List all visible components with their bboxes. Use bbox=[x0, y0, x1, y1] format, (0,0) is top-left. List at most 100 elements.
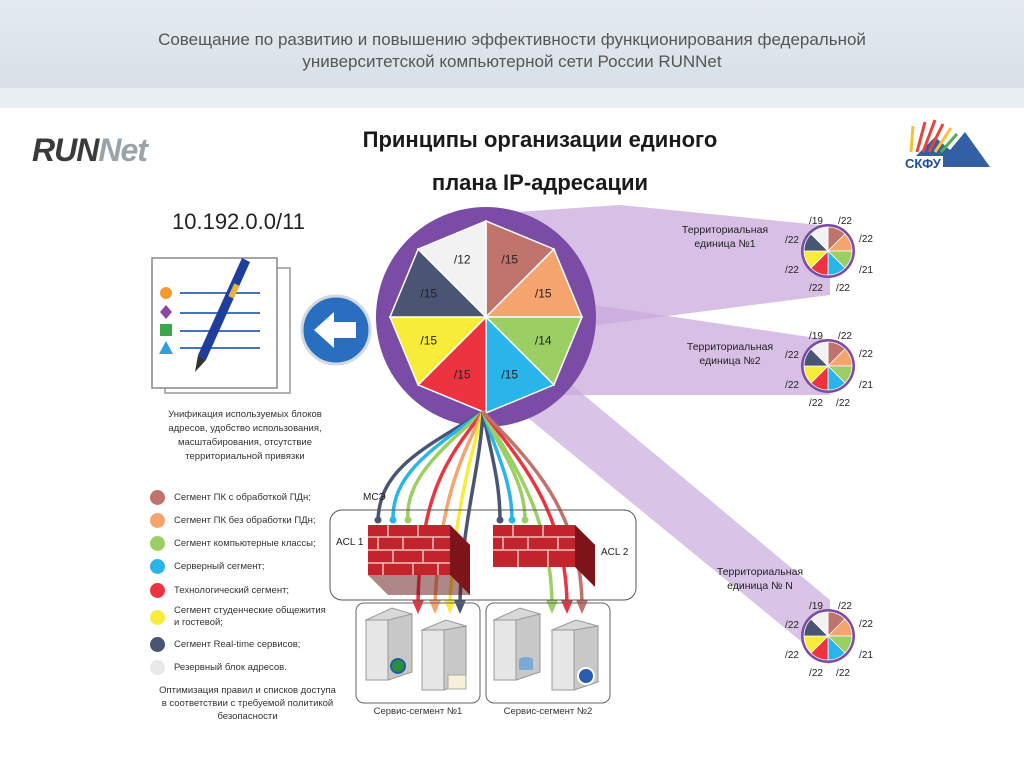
server-icon bbox=[550, 619, 600, 691]
firewall-2 bbox=[493, 525, 595, 587]
territorial-pie-wedge bbox=[810, 611, 829, 637]
firewall-1 bbox=[368, 525, 470, 595]
territorial-pie-label: /22 bbox=[785, 380, 799, 391]
acl2-label: ACL 2 bbox=[601, 547, 629, 558]
legend-label: Технологический сегмент; bbox=[174, 584, 290, 596]
unification-line: Унификация используемых блоков bbox=[168, 409, 322, 420]
acl1-label: ACL 1 bbox=[336, 537, 364, 548]
territorial-pie-label: /22 bbox=[859, 619, 873, 630]
server-icon bbox=[492, 607, 542, 681]
territorial-pie-label: /21 bbox=[859, 650, 873, 661]
territorial-pie-label: /22 bbox=[838, 216, 852, 227]
main-pie-label: /15 bbox=[420, 334, 437, 348]
firewall-frame bbox=[329, 509, 637, 601]
territorial-unit-1: /19/22/22/21/22/22/22/22Территориальнаяе… bbox=[682, 216, 873, 294]
main-pie-wedge bbox=[416, 219, 487, 319]
legend-label: Сегмент студенческие общежития bbox=[174, 605, 326, 616]
territorial-pie-label: /22 bbox=[809, 283, 823, 294]
territorial-pie-label: /22 bbox=[785, 620, 799, 631]
territorial-unit-title: Территориальная bbox=[682, 224, 768, 236]
main-pie-label: /15 bbox=[454, 367, 471, 381]
main-pie-label: /15 bbox=[420, 286, 437, 300]
territorial-unit-3: /19/22/22/21/22/22/22/22 Территориальная е… bbox=[717, 566, 873, 679]
legend-swatch bbox=[150, 558, 165, 574]
service-segment-1-label: Сервис-сегмент №1 bbox=[373, 706, 463, 717]
legend-label: Сегмент Real-time сервисов; bbox=[174, 638, 301, 650]
main-pie-label: /15 bbox=[501, 253, 518, 267]
legend-swatch bbox=[150, 582, 165, 598]
runnet-logo-main: RUN bbox=[32, 132, 99, 168]
main-pie-label: /15 bbox=[501, 367, 518, 381]
fan-unit-2 bbox=[520, 300, 830, 395]
legend-swatch bbox=[150, 535, 165, 551]
optimization-line: Оптимизация правил и списков доступа bbox=[159, 685, 336, 696]
territorial-pie-wedge bbox=[810, 226, 829, 252]
territorial-pie-label: /22 bbox=[785, 650, 799, 661]
header-line-2: университетской компьютерной сети России… bbox=[302, 52, 722, 71]
territorial-pie-label: /22 bbox=[785, 265, 799, 276]
territorial-pie-label: /22 bbox=[859, 349, 873, 360]
legend-swatch bbox=[150, 659, 165, 675]
header-line-1: Совещание по развитию и повышению эффект… bbox=[158, 30, 866, 49]
legend-item: Серверный сегмент; bbox=[150, 556, 265, 576]
legend-item: Резервный блок адресов. bbox=[150, 657, 287, 677]
unification-line: масштабирования, отсутствие bbox=[177, 437, 313, 448]
header-band bbox=[0, 88, 1024, 108]
territorial-pie-label: /21 bbox=[859, 265, 873, 276]
territorial-pie-label: /22 bbox=[809, 668, 823, 679]
legend-item: Сегмент компьютерные классы; bbox=[150, 533, 316, 553]
document-icon bbox=[151, 257, 291, 394]
main-pie-label: /12 bbox=[454, 253, 471, 267]
optimization-line: безопасности bbox=[217, 711, 278, 722]
territorial-pie-label: /19 bbox=[809, 216, 823, 227]
territorial-pie-label: /19 bbox=[809, 331, 823, 342]
legend-label: Сегмент ПК без обработки ПДн; bbox=[174, 514, 316, 526]
legend-item: Сегмент ПК с обработкой ПДн; bbox=[150, 487, 311, 507]
skfu-logo-text: СКФУ bbox=[905, 156, 941, 171]
page-title-line-1: Принципы организации единого bbox=[362, 127, 718, 152]
legend-item: Технологический сегмент; bbox=[150, 580, 289, 600]
territorial-unit-subtitle: единица №1 bbox=[694, 238, 755, 250]
legend-label: Резервный блок адресов. bbox=[174, 661, 287, 673]
page-title-line-2: плана IP-адресации bbox=[431, 170, 649, 195]
main-pie-label: /14 bbox=[535, 334, 552, 348]
legend-swatch bbox=[150, 636, 165, 652]
server-icon bbox=[420, 619, 468, 691]
runnet-logo: RUNNet bbox=[32, 132, 148, 169]
territorial-pie-label: /19 bbox=[809, 601, 823, 612]
territorial-pies: /19/22/22/21/22/22/22/22Территориальнаяе… bbox=[682, 216, 873, 679]
territorial-pie-label: /22 bbox=[836, 668, 850, 679]
legend-label: Сегмент компьютерные классы; bbox=[174, 537, 316, 549]
territorial-pie-label: /22 bbox=[838, 601, 852, 612]
territorial-pie-label: /22 bbox=[838, 331, 852, 342]
legend-item: Сегмент ПК без обработки ПДн; bbox=[150, 510, 315, 530]
skfu-logo: СКФУ bbox=[895, 112, 995, 182]
main-pie-label: /15 bbox=[535, 286, 552, 300]
service-segment-1-frame bbox=[355, 602, 481, 704]
territorial-unit-title: Территориальная bbox=[717, 566, 803, 578]
skfu-logo-graphic bbox=[903, 119, 990, 172]
legend-label: Сегмент ПК с обработкой ПДн; bbox=[174, 491, 311, 503]
unification-line: территориальной привязки bbox=[185, 451, 305, 462]
service-segment-2-frame bbox=[485, 602, 611, 704]
territorial-unit-subtitle: единица №2 bbox=[699, 355, 760, 367]
mse-label: МСЭ bbox=[363, 492, 386, 503]
optimization-text: Оптимизация правил и списков доступа в с… bbox=[140, 684, 355, 723]
unification-text: Унификация используемых блоков адресов, … bbox=[140, 408, 350, 464]
legend-swatch bbox=[150, 609, 165, 625]
territorial-pie-label: /22 bbox=[836, 398, 850, 409]
fan-unit-n bbox=[500, 375, 830, 665]
unification-line: адресов, удобство использования, bbox=[168, 423, 322, 434]
territorial-pie-label: /22 bbox=[785, 235, 799, 246]
territorial-unit-title: Территориальная bbox=[687, 341, 773, 353]
territorial-pie-label: /22 bbox=[836, 283, 850, 294]
territorial-unit-2: /19/22/22/21/22/22/22/22Территориальнаяе… bbox=[687, 331, 873, 409]
service-segment-2-label: Сервис-сегмент №2 bbox=[503, 706, 593, 717]
legend-item: Сегмент Real-time сервисов; bbox=[150, 634, 300, 654]
territorial-pie-label: /21 bbox=[859, 380, 873, 391]
territorial-unit-subtitle: единица № N bbox=[727, 580, 793, 592]
optimization-line: в соответствии с требуемой политикой bbox=[161, 698, 334, 709]
territorial-pie-label: /22 bbox=[785, 350, 799, 361]
